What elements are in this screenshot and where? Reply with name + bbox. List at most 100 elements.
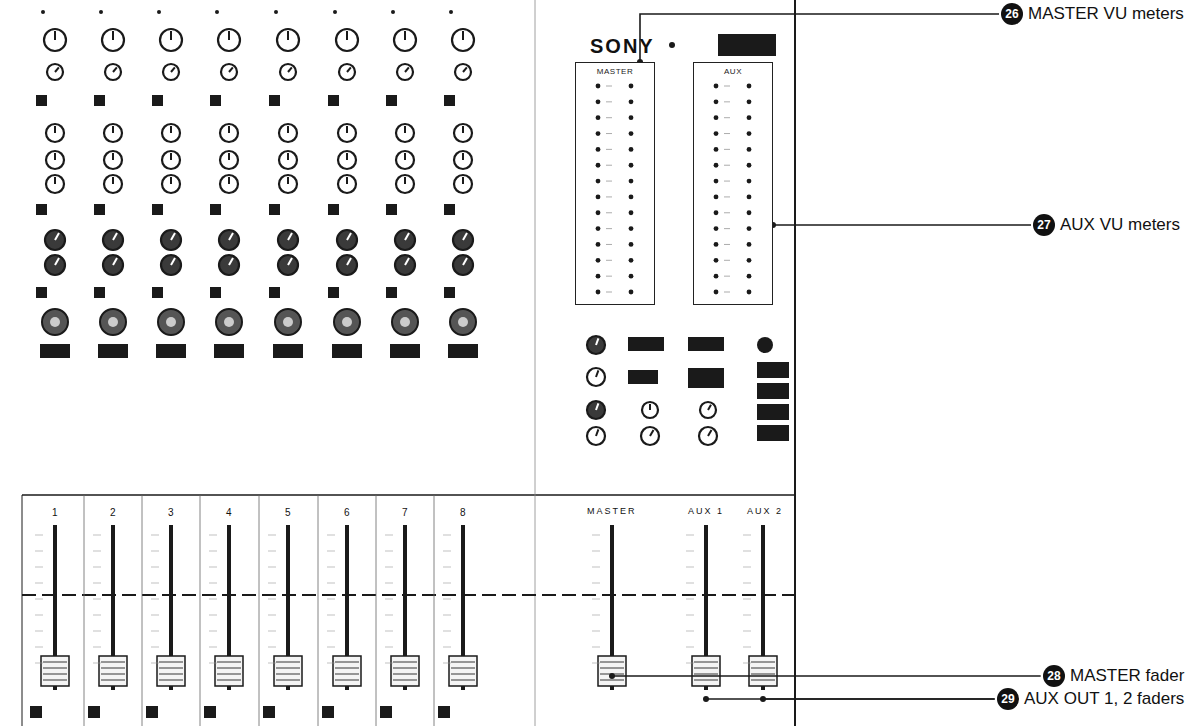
fader-scale [151,663,159,664]
knob-pointer [229,233,233,240]
knob-pointer [288,233,292,240]
knob [44,29,66,51]
fader-scale [327,583,335,584]
fader-grip [217,667,241,668]
power-led [669,42,675,48]
led-scale [724,228,730,229]
knob [453,230,473,250]
push-button [269,204,280,215]
led-scale [724,181,730,182]
fader-scale [268,599,276,600]
push-button [757,362,789,378]
knob [220,151,238,169]
fader-scale [743,599,751,600]
pan-knob-center [458,317,468,327]
led-scale [606,276,612,277]
led [596,115,601,120]
callout-text: MASTER fader [1070,667,1184,686]
knob [277,29,299,51]
knob-pointer [463,258,467,265]
peak-led [391,10,395,14]
fader-scale [209,663,217,664]
knob-pointer [346,31,348,40]
fader-grip [393,679,417,680]
fader-scale [209,535,217,536]
knob-pointer [346,126,348,133]
knob [163,64,179,80]
knob-pointer [228,126,230,133]
fader-cap [391,656,419,686]
fader-label: AUX 2 [747,507,783,517]
fader-scale [686,615,694,616]
fader-grip [43,661,67,662]
led-scale [606,260,612,261]
led [714,290,719,295]
fader-scale [385,615,393,616]
knob [338,124,356,142]
led [714,274,719,279]
fader-scale [93,551,101,552]
knob [279,175,297,193]
knob-pointer [596,338,598,345]
knob-pointer [54,126,56,133]
knob-pointer [405,258,409,265]
knob-pointer [347,67,351,72]
fader-cap [749,656,777,686]
knob [162,175,180,193]
knob-pointer [596,429,598,436]
callout-number: 27 [1033,214,1055,236]
pan-knob-center [400,317,410,327]
led-scale [724,292,730,293]
fader-scale [35,663,43,664]
knob-pointer [113,258,117,265]
push-button [210,204,221,215]
fader-grip [217,661,241,662]
fader-grip [276,679,300,680]
fader-cap [99,656,127,686]
fader-scale [209,647,217,648]
fader-scale [385,663,393,664]
knob [103,230,123,250]
led [747,226,752,231]
led [714,84,719,89]
fader-scale [592,551,600,552]
fader-cap [333,656,361,686]
led [596,226,601,231]
knob [46,124,64,142]
led [629,258,634,263]
fader-grip [217,679,241,680]
knob-pointer [462,126,464,133]
push-button [332,344,362,358]
fader-scale [93,615,101,616]
channel-number: 4 [226,507,232,518]
knob [104,151,122,169]
led [629,147,634,152]
vu-meter-box: AUX [693,62,773,305]
led [747,115,752,120]
led [629,274,634,279]
knob [587,368,605,386]
led-scale [606,86,612,87]
pan-knob-center [50,317,60,327]
pan-knob-center [166,317,176,327]
fader-grip [43,673,67,674]
push-button [688,368,724,388]
power-switch [718,34,776,56]
push-button [263,706,275,718]
knob-pointer [404,126,406,133]
led [596,147,601,152]
led [747,179,752,184]
push-button [204,706,216,718]
led-scale [606,165,612,166]
pan-knob [450,309,476,335]
fader-scale [592,599,600,600]
fader-area-edge [22,495,23,726]
fader-scale [209,615,217,616]
knob [587,427,605,445]
fader-grip [451,673,475,674]
led [714,195,719,200]
fader-scale [35,615,43,616]
led [596,210,601,215]
knob [46,175,64,193]
pan-knob [100,309,126,335]
